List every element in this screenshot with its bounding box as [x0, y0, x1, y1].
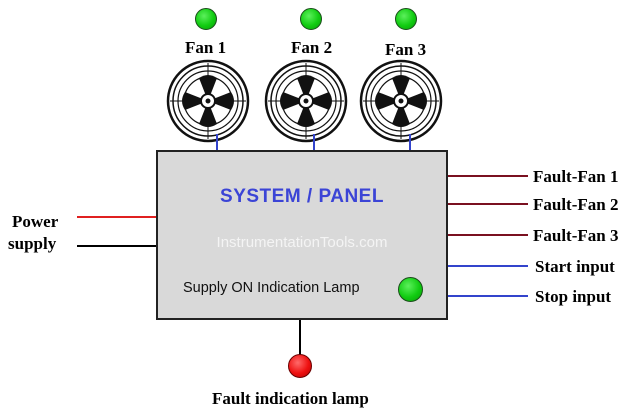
start-input-wire: [448, 265, 528, 267]
fault-indication-lamp: [288, 354, 312, 378]
fan-3-label: Fan 3: [385, 40, 427, 59]
fault-fan-1-wire: [448, 175, 528, 177]
supply-on-lamp: [398, 277, 423, 302]
fan-2-wire: [313, 134, 315, 150]
fan-2-icon: [264, 59, 348, 143]
fan-3-icon: [359, 59, 443, 143]
fault-fan-3-wire: [448, 234, 528, 236]
fault-fan-3-label: Fault-Fan 3: [533, 226, 619, 245]
fault-fan-1-label: Fault-Fan 1: [533, 167, 619, 186]
fault-fan-2-wire: [448, 203, 528, 205]
fan-1-label: Fan 1: [185, 38, 227, 57]
fault-fan-2-label: Fault-Fan 2: [533, 195, 619, 214]
watermark-text: InstrumentationTools.com: [216, 234, 388, 251]
power-supply-label-line1: Power: [12, 212, 59, 231]
power-live-wire: [77, 216, 156, 218]
fault-lamp-label: Fault indication lamp: [212, 389, 369, 408]
fan-2-label: Fan 2: [291, 38, 333, 57]
stop-input-wire: [448, 295, 528, 297]
fan-2-status-lamp: [300, 8, 322, 30]
fan-3-status-lamp: [395, 8, 417, 30]
fan-1-icon: [166, 59, 250, 143]
panel-title: SYSTEM / PANEL: [220, 186, 384, 207]
system-panel: SYSTEM / PANEL InstrumentationTools.com …: [156, 150, 448, 320]
power-supply-label-line2: supply: [8, 234, 57, 253]
fan-1-status-lamp: [195, 8, 217, 30]
supply-lamp-label: Supply ON Indication Lamp: [183, 280, 360, 296]
stop-input-label: Stop input: [535, 287, 612, 306]
start-input-label: Start input: [535, 257, 615, 276]
power-neutral-wire: [77, 245, 156, 247]
fan-3-wire: [409, 134, 411, 150]
fault-lamp-wire: [299, 320, 301, 355]
fan-1-wire: [216, 134, 218, 150]
